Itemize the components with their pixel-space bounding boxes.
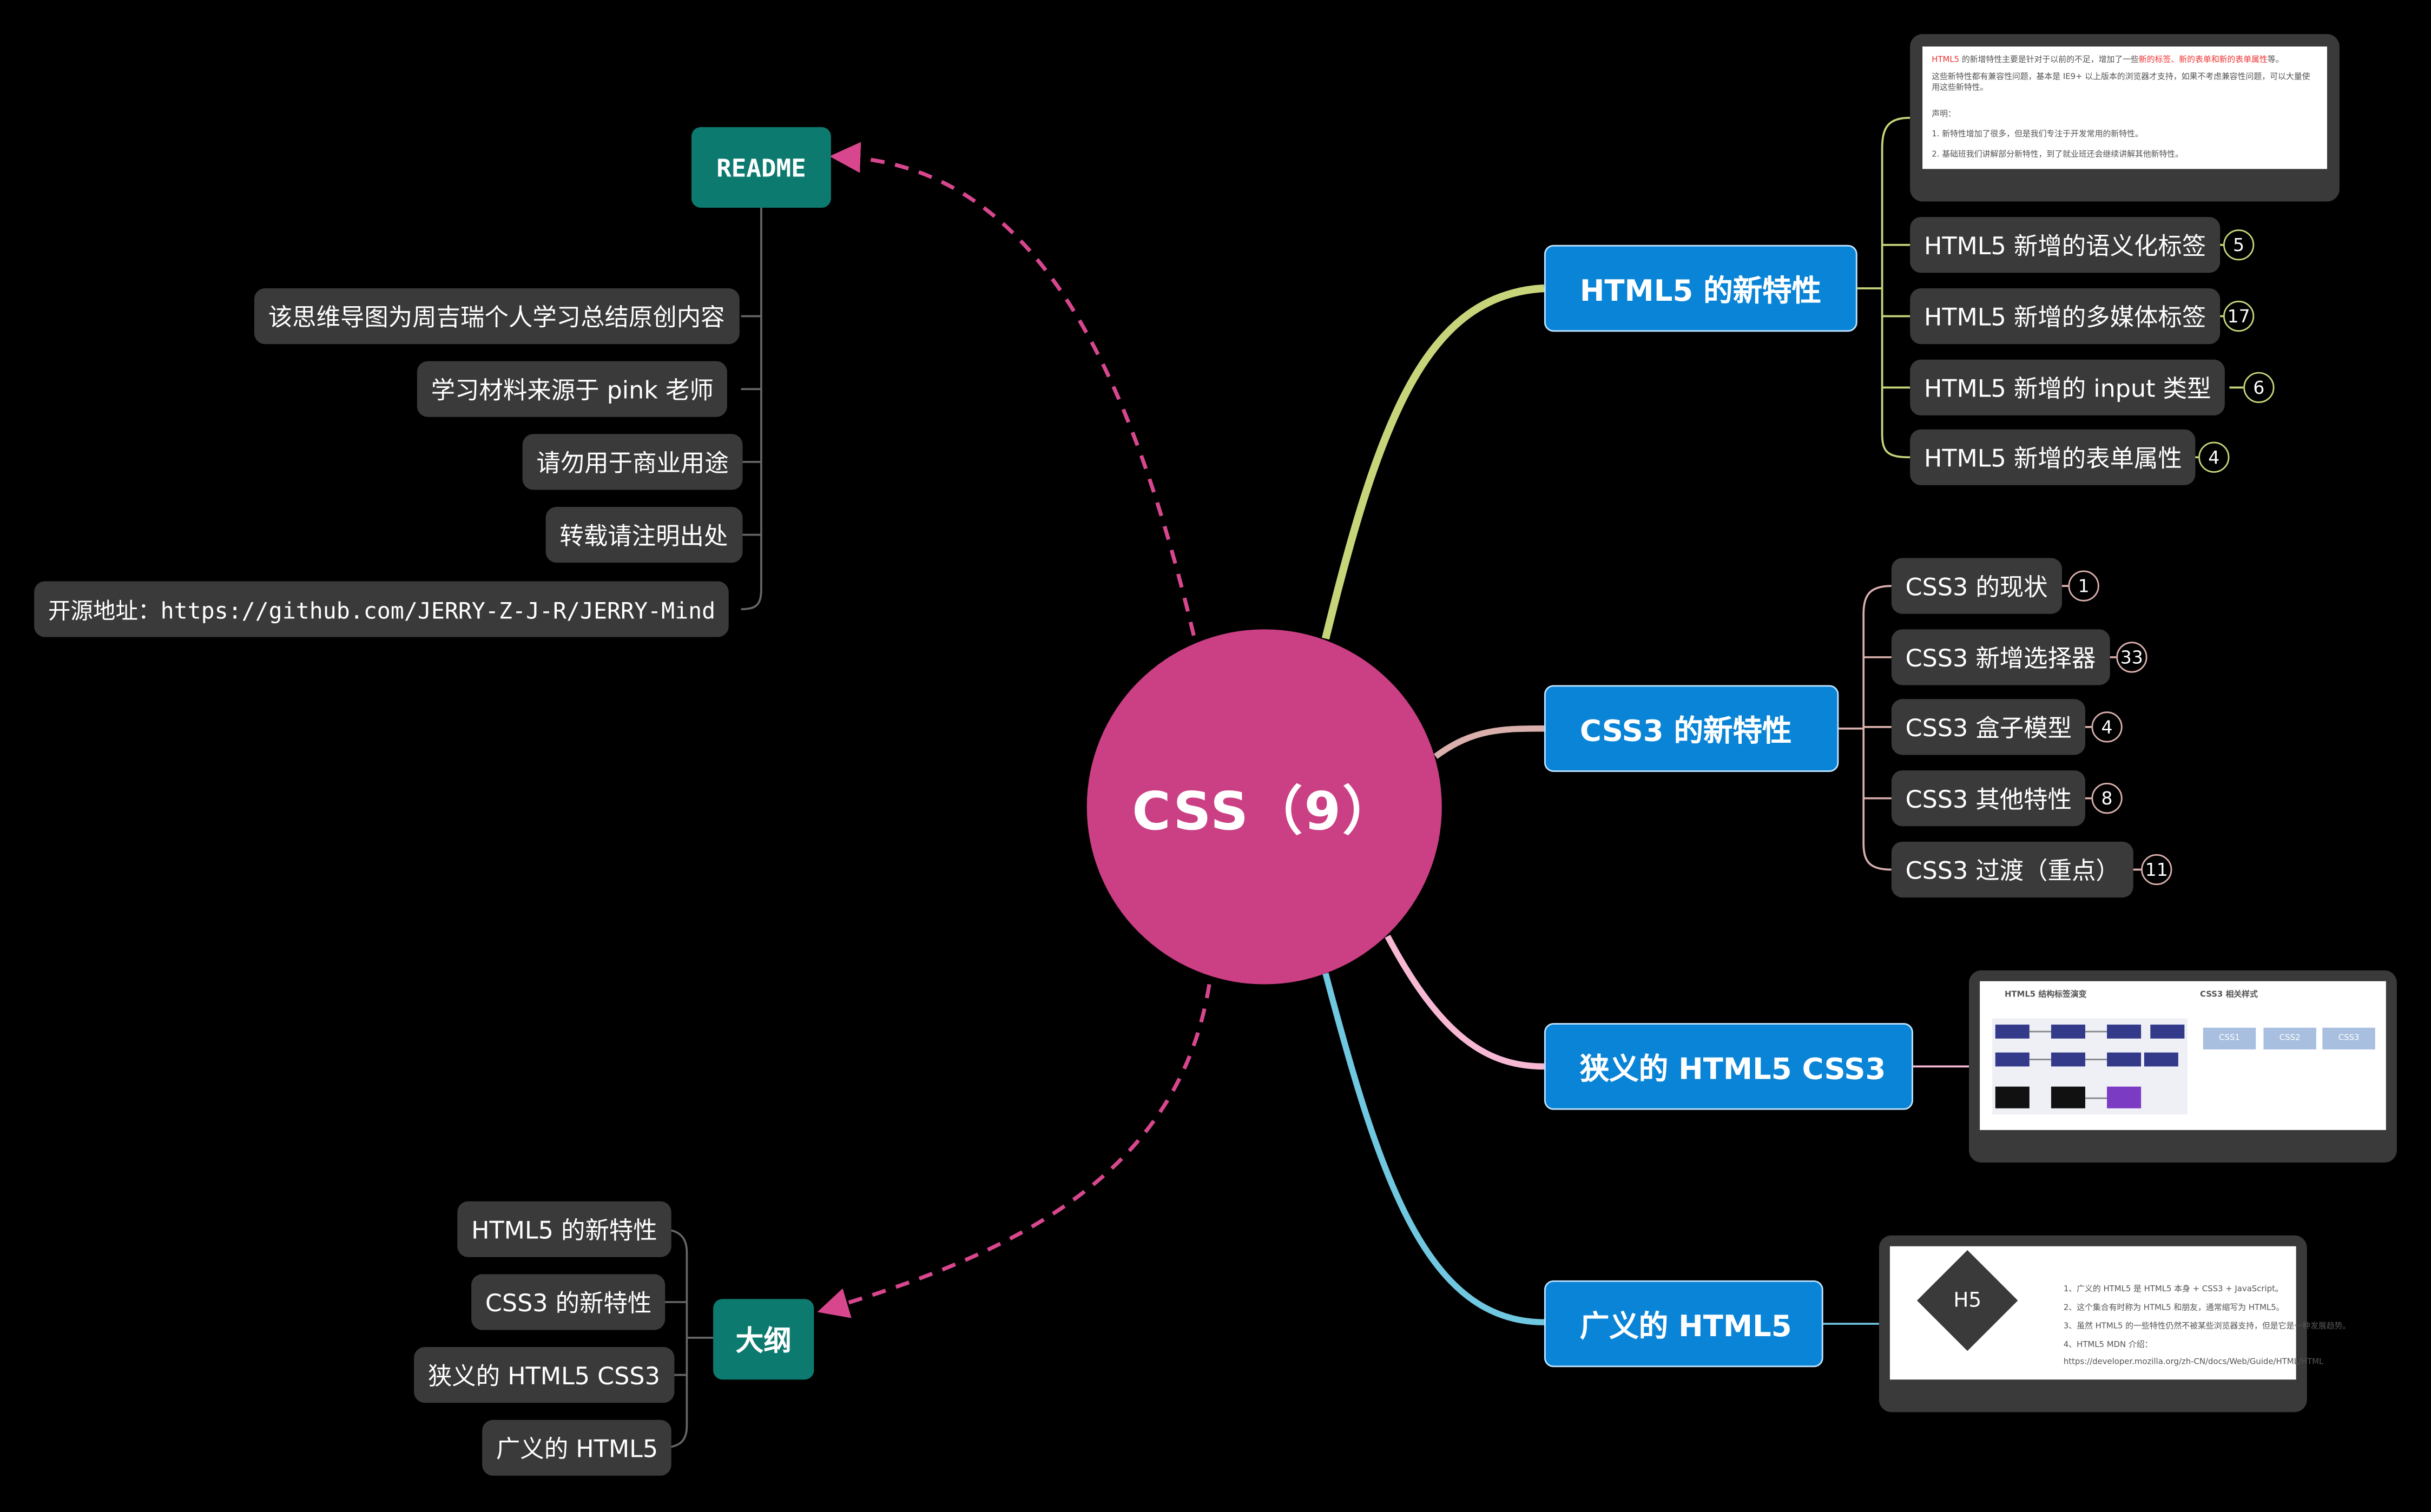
count-badge[interactable]: 8 xyxy=(2091,783,2123,814)
css3-transition[interactable]: CSS3 过渡（重点） xyxy=(1891,841,2134,898)
outline-node[interactable]: 大纲 xyxy=(713,1299,814,1380)
readme-item-1[interactable]: 该思维导图为周吉瑞个人学习总结原创内容 xyxy=(254,288,739,345)
readme-item-2[interactable]: 学习材料来源于 pink 老师 xyxy=(417,361,728,417)
outline-item-2[interactable]: CSS3 的新特性 xyxy=(471,1274,666,1330)
narrow-image-title-right: CSS3 相关样式 xyxy=(2200,990,2258,1000)
count-badge[interactable]: 5 xyxy=(2223,229,2255,261)
narrow-image: HTML5 结构标签演变 CSS3 相关样式 CSS1 xyxy=(1980,981,2386,1130)
html5-note-line-3: 声明： xyxy=(1932,110,1956,120)
css2-box: CSS2 xyxy=(2263,1027,2316,1049)
narrow-image-card[interactable]: HTML5 结构标签演变 CSS3 相关样式 CSS1 xyxy=(1969,970,2397,1163)
readme-item-3[interactable]: 请勿用于商业用途 xyxy=(522,434,743,490)
branch-narrow-html5-css3[interactable]: 狭义的 HTML5 CSS3 xyxy=(1544,1023,1913,1110)
count-badge[interactable]: 4 xyxy=(2091,711,2123,743)
html5-note-line-2: 这些新特性都有兼容性问题，基本是 IE9+ 以上版本的浏览器才支持，如果不考虑兼… xyxy=(1932,72,2310,93)
outline-item-1[interactable]: HTML5 的新特性 xyxy=(457,1201,671,1257)
branch-css3-features[interactable]: CSS3 的新特性 xyxy=(1544,685,1839,772)
readme-node[interactable]: README xyxy=(691,127,831,208)
count-badge[interactable]: 1 xyxy=(2068,570,2099,602)
broad-line-5: https://developer.mozilla.org/zh-CN/docs… xyxy=(2063,1358,2324,1368)
count-badge[interactable]: 6 xyxy=(2243,372,2275,404)
count-badge[interactable]: 33 xyxy=(2116,642,2147,673)
outline-item-4[interactable]: 广义的 HTML5 xyxy=(482,1419,672,1476)
css3-box: CSS3 xyxy=(2322,1027,2375,1049)
count-badge[interactable]: 11 xyxy=(2141,854,2172,886)
html5-note-card[interactable]: HTML5 的新增特性主要是针对于以前的不足，增加了一些新的标签、新的表单和新的… xyxy=(1910,34,2340,202)
css3-selectors[interactable]: CSS3 新增选择器 xyxy=(1891,629,2110,685)
broad-line-2: 2、这个集合有时称为 HTML5 和朋友，通常缩写为 HTML5。 xyxy=(2063,1303,2284,1313)
html5-note-line-5: 2. 基础班我们讲解部分新特性，到了就业班还会继续讲解其他新特性。 xyxy=(1932,150,2184,160)
css3-box-model[interactable]: CSS3 盒子模型 xyxy=(1891,699,2086,755)
branch-html5-features[interactable]: HTML5 的新特性 xyxy=(1544,245,1857,332)
html5-form-attributes[interactable]: HTML5 新增的表单属性 xyxy=(1910,429,2196,485)
html5-note-line-1: HTML5 的新增特性主要是针对于以前的不足，增加了一些新的标签、新的表单和新的… xyxy=(1932,56,2284,65)
broad-line-1: 1、广义的 HTML5 是 HTML5 本身 + CSS3 + JavaScri… xyxy=(2063,1285,2283,1295)
count-badge[interactable]: 4 xyxy=(2198,441,2230,473)
central-topic[interactable]: CSS（9） xyxy=(1086,629,1442,985)
count-badge[interactable]: 17 xyxy=(2223,300,2255,332)
narrow-image-title-left: HTML5 结构标签演变 xyxy=(2004,990,2087,1000)
html5-note-image: HTML5 的新增特性主要是针对于以前的不足，增加了一些新的标签、新的表单和新的… xyxy=(1922,46,2327,169)
broad-line-3: 3、虽然 HTML5 的一些特性仍然不被某些浏览器支持，但是它是一种发展趋势。 xyxy=(2063,1322,2351,1332)
html5-input-types[interactable]: HTML5 新增的 input 类型 xyxy=(1910,359,2225,415)
html5-evolution-diagram xyxy=(1992,1018,2188,1115)
css3-other-features[interactable]: CSS3 其他特性 xyxy=(1891,770,2086,827)
broad-line-4: 4、HTML5 MDN 介绍： xyxy=(2063,1341,2153,1350)
css1-box: CSS1 xyxy=(2203,1027,2256,1049)
html5-semantic-tags[interactable]: HTML5 新增的语义化标签 xyxy=(1910,217,2221,273)
readme-item-4[interactable]: 转载请注明出处 xyxy=(545,506,742,563)
h5-logo-text: H5 xyxy=(1953,1289,1982,1312)
html5-note-line-4: 1. 新特性增加了很多，但是我们专注于开发常用的新特性。 xyxy=(1932,130,2143,140)
broad-image: H5 1、广义的 HTML5 是 HTML5 本身 + CSS3 + JavaS… xyxy=(1889,1246,2350,1380)
css3-status[interactable]: CSS3 的现状 xyxy=(1891,558,2062,614)
branch-broad-html5[interactable]: 广义的 HTML5 xyxy=(1544,1280,1823,1368)
readme-item-5[interactable]: 开源地址：https://github.com/JERRY-Z-J-R/JERR… xyxy=(34,581,729,637)
broad-image-card[interactable]: H5 1、广义的 HTML5 是 HTML5 本身 + CSS3 + JavaS… xyxy=(1879,1235,2350,1412)
outline-item-3[interactable]: 狭义的 HTML5 CSS3 xyxy=(414,1347,674,1403)
html5-media-tags[interactable]: HTML5 新增的多媒体标签 xyxy=(1910,288,2221,345)
